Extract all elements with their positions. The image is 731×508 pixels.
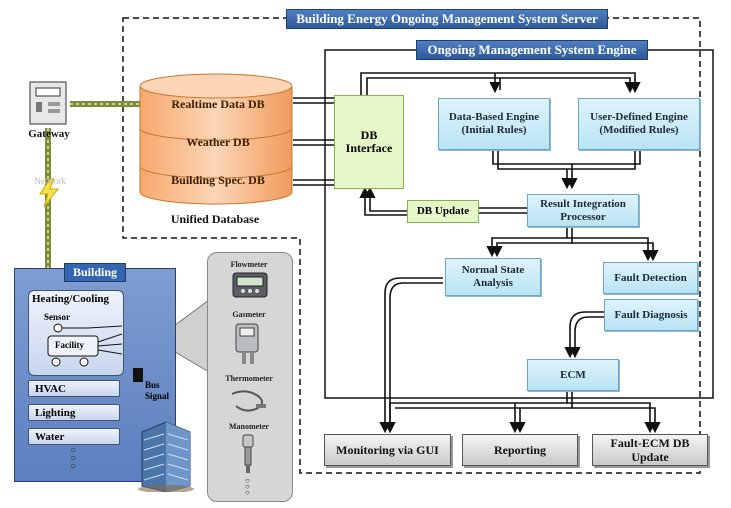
building-title-badge: Building <box>64 263 126 282</box>
bus-signal-line2: Signal <box>145 391 170 401</box>
user-engine-line1: User-Defined Engine <box>590 111 688 123</box>
manometer-icon <box>242 434 254 473</box>
gasmeter-icon <box>235 323 259 364</box>
result-integration-box: Result Integration Processor <box>527 194 639 227</box>
result-integration-line1: Result Integration <box>540 197 626 210</box>
facility-label: Facility <box>55 340 84 350</box>
bus-signal-line1: Bus <box>145 380 160 390</box>
db-interface-line1: DB <box>360 128 378 142</box>
hvac-row: HVAC <box>28 380 120 397</box>
user-defined-engine-box: User-Defined Engine (Modified Rules) <box>578 98 700 150</box>
gateway-label: Gateway <box>28 128 70 140</box>
flowmeter-label: Flowmeter <box>230 260 268 269</box>
fault-ecm-line2: Update <box>631 450 669 464</box>
thermometer-label: Thermometer <box>225 374 273 383</box>
ecm-box: ECM <box>527 359 619 391</box>
heating-cooling-group <box>28 290 124 376</box>
server-boundary <box>122 17 701 474</box>
thermometer-icon <box>231 390 266 412</box>
more-devices-ellipsis: ○○○ <box>245 476 250 497</box>
fault-diagnosis-box: Fault Diagnosis <box>604 299 698 331</box>
gasmeter-label: Gasmeter <box>232 310 266 319</box>
fault-detection-box: Fault Detection <box>603 262 698 294</box>
manometer-label: Manometer <box>229 422 269 431</box>
normal-state-line2: Analysis <box>473 277 513 289</box>
water-row: Water <box>28 428 120 445</box>
server-title-banner: Building Energy Ongoing Management Syste… <box>286 9 608 29</box>
more-systems-ellipsis: ○○○ <box>70 445 77 472</box>
monitoring-gui-box: Monitoring via GUI <box>324 434 451 466</box>
db-interface-links <box>293 97 334 186</box>
heating-cooling-label: Heating/Cooling <box>32 293 110 305</box>
sensor-label: Sensor <box>44 312 71 322</box>
db-interface-line2: Interface <box>345 141 393 155</box>
db-interface-box: DB Interface <box>334 95 404 189</box>
facility-piping-diagram <box>47 323 122 367</box>
lighting-row: Lighting <box>28 404 120 421</box>
data-engine-line2: (Initial Rules) <box>461 124 527 136</box>
office-tower-icon <box>138 421 194 492</box>
normal-state-analysis-box: Normal State Analysis <box>445 258 541 296</box>
realtime-db-label: Realtime Data DB <box>171 97 265 111</box>
unified-database-cylinder <box>139 73 293 205</box>
bus-connector-block <box>133 368 143 382</box>
data-based-engine-box: Data-Based Engine (Initial Rules) <box>438 98 550 150</box>
reporting-box: Reporting <box>462 434 578 466</box>
result-integration-line2: Processor <box>560 210 606 223</box>
flowmeter-icon <box>232 272 268 298</box>
db-update-box: DB Update <box>407 200 479 223</box>
gateway-device-icon <box>29 81 67 125</box>
data-engine-line1: Data-Based Engine <box>448 111 540 123</box>
unified-database-caption: Unified Database <box>170 212 260 226</box>
normal-state-line1: Normal State <box>461 264 525 276</box>
fault-ecm-line1: Fault-ECM DB <box>610 436 690 450</box>
lightning-bolt-icon <box>39 178 60 208</box>
engine-title-banner: Ongoing Management System Engine <box>416 40 648 60</box>
fault-ecm-db-update-box: Fault-ECM DB Update <box>592 434 708 466</box>
weather-db-label: Weather DB <box>186 135 250 149</box>
building-spec-db-label: Building Spec. DB <box>171 173 265 187</box>
user-engine-line2: (Modified Rules) <box>599 124 679 136</box>
network-label: Network <box>34 176 66 186</box>
bus-signal-label: Bus Signal <box>145 380 169 402</box>
